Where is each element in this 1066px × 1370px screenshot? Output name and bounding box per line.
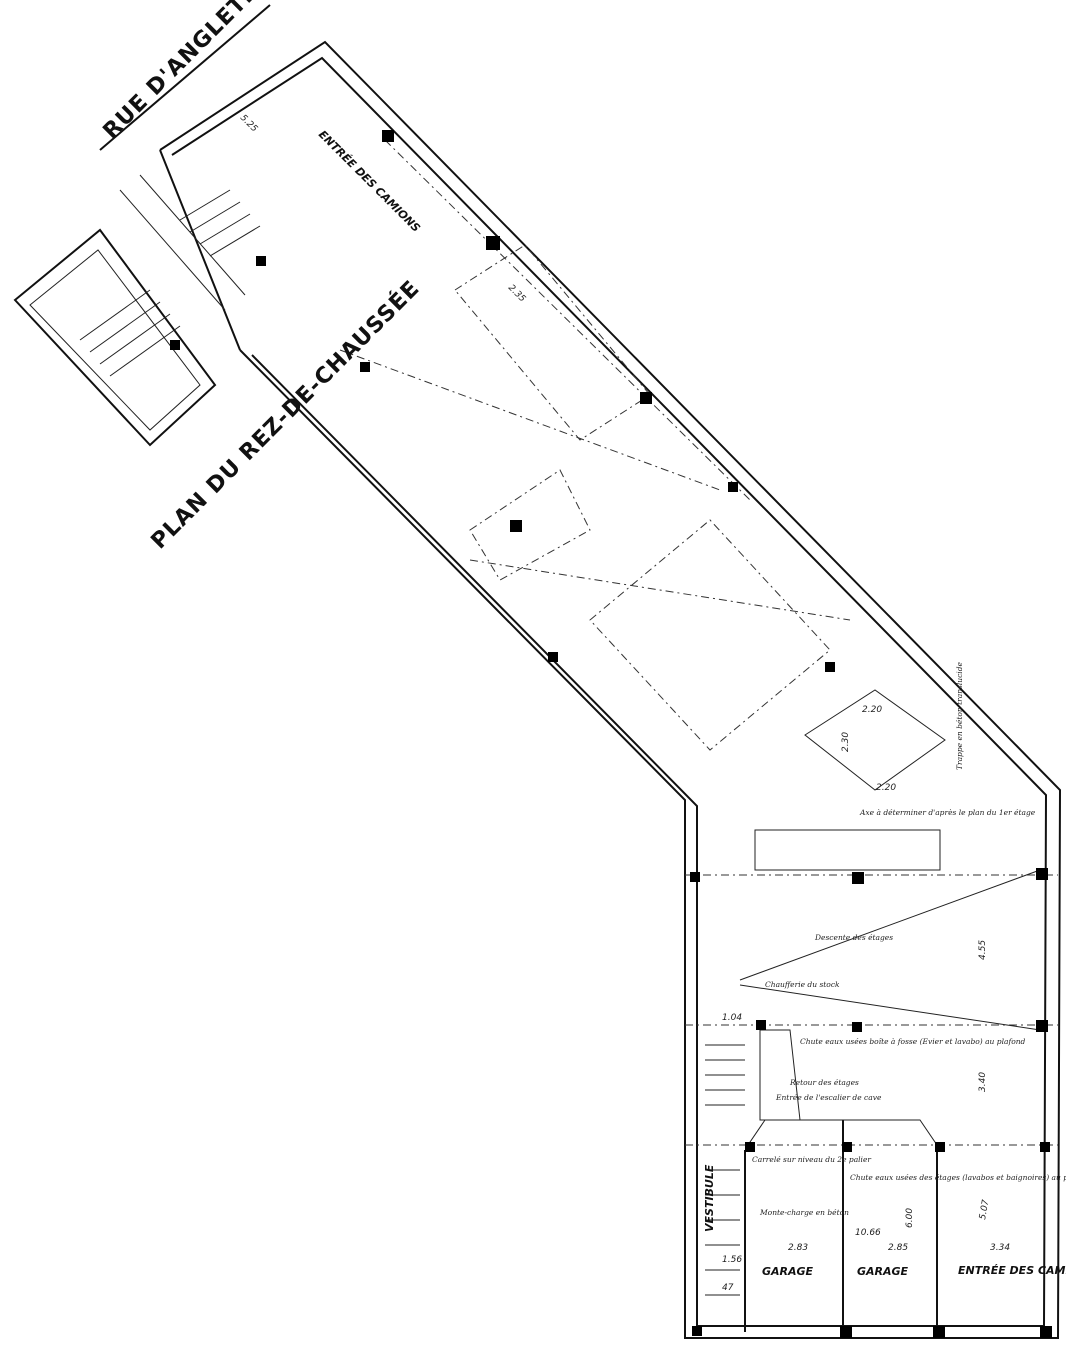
note-retour: Retour des étages bbox=[789, 1078, 859, 1087]
street-underline bbox=[99, 4, 271, 151]
dim-bay-2: 3.40 bbox=[978, 1072, 988, 1092]
dim-truck: 3.34 bbox=[990, 1243, 1010, 1253]
vestibule-steps bbox=[705, 1044, 745, 1296]
note-chute-2: Chute eaux usées des étages (lavabos et … bbox=[850, 1173, 1066, 1182]
plan-title: PLAN DU REZ-DE-CHAUSSÉE bbox=[146, 275, 425, 554]
note-monte-charge: Monte-charge en béton bbox=[759, 1208, 849, 1217]
diagonal-wing-walls bbox=[159, 40, 1062, 1339]
dim-stair-width: 1.04 bbox=[722, 1013, 742, 1023]
interior-structure bbox=[339, 139, 1058, 1146]
adjacent-stair-block bbox=[13, 174, 261, 447]
note-determiner: Axe à déterminer d'après le plan du 1er … bbox=[859, 808, 1036, 817]
dim-diag-1: 2.35 bbox=[506, 283, 527, 304]
room-vestibule: VESTIBULE bbox=[703, 1164, 716, 1232]
dim-square-2: 2.30 bbox=[841, 732, 851, 752]
room-garage-1: GARAGE bbox=[762, 1265, 814, 1278]
dim-diag-2: 5.25 bbox=[238, 113, 259, 134]
dim-stair-2: 47 bbox=[722, 1283, 734, 1293]
dim-square-3: 2.20 bbox=[876, 783, 896, 793]
street-title: RUE D'ANGLETERRE bbox=[99, 0, 301, 144]
stair-treads bbox=[79, 289, 181, 377]
note-descente: Descente des étages bbox=[814, 933, 893, 942]
note-palier: Carrelé sur niveau du 2e palier bbox=[752, 1155, 871, 1164]
dim-stair-1: 1.56 bbox=[722, 1255, 742, 1265]
dim-square-1: 2.20 bbox=[862, 705, 882, 715]
note-chute-1: Chute eaux usées boîte à fosse (Evier et… bbox=[800, 1037, 1026, 1046]
dim-bay-1: 4.55 bbox=[978, 940, 988, 960]
note-trappe: Trappe en béton translucide bbox=[955, 662, 964, 770]
room-truck-entry: ENTRÉE DES CAMIONS bbox=[958, 1264, 1066, 1277]
dim-garage-depth: 6.00 bbox=[905, 1208, 915, 1228]
dim-garage-1: 2.83 bbox=[788, 1243, 808, 1253]
garage-partitions bbox=[705, 1044, 938, 1332]
note-cave: Entrée de l'escalier de cave bbox=[775, 1093, 882, 1102]
room-garage-2: GARAGE bbox=[857, 1265, 909, 1278]
dim-depth-total: 10.66 bbox=[855, 1228, 881, 1238]
structural-columns bbox=[170, 130, 1052, 1338]
dim-garage-2: 2.85 bbox=[888, 1243, 908, 1253]
dim-truck-depth: 5.07 bbox=[978, 1199, 991, 1221]
note-chaufferie: Chaufferie du stock bbox=[765, 980, 840, 989]
